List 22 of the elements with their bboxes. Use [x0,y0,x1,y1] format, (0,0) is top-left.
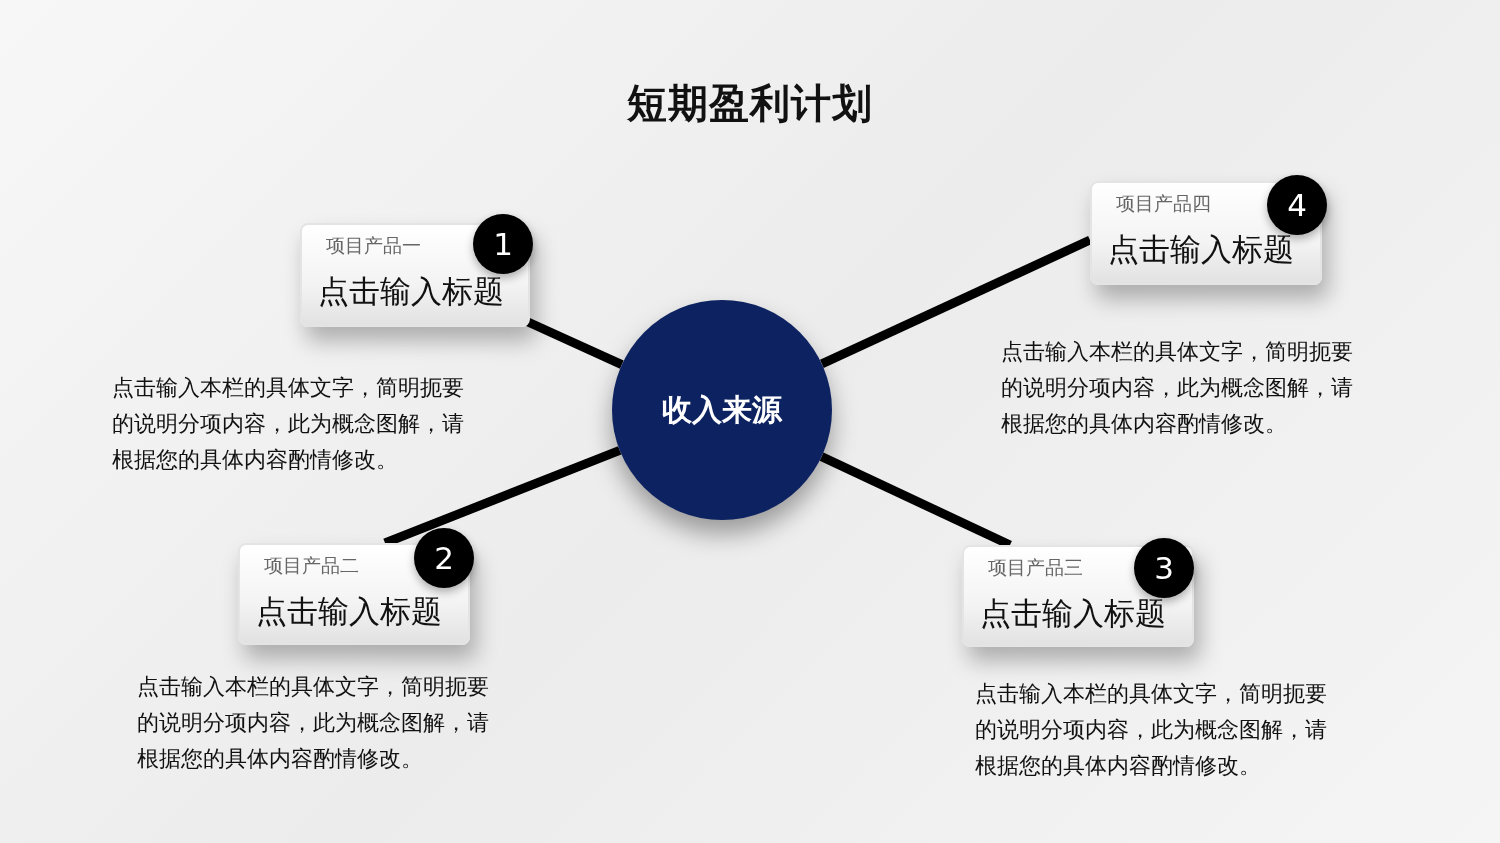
description-text: 点击输入本栏的具体文字，简明扼要的说明分项内容，此为概念图解，请根据您的具体内容酌情修改。 [975,680,1328,780]
title: 短期盈利计划 [626,79,874,128]
card-subtitle: 项目产品三 [988,555,1083,580]
card-subtitle: 项目产品一 [326,233,421,258]
center-circle [612,300,832,520]
connector-line [819,235,1092,368]
description-text: 点击输入本栏的具体文字，简明扼要的说明分项内容，此为概念图解，请根据您的具体内容酌情修改。 [112,374,465,474]
connector-line [526,317,624,369]
description-text: 点击输入本栏的具体文字，简明扼要的说明分项内容，此为概念图解，请根据您的具体内容酌情修改。 [1001,338,1354,438]
number-badge: 1 [473,214,533,274]
card-subtitle: 项目产品二 [264,553,359,578]
card-title: 点击输入标题 [318,272,504,311]
number-badge: 4 [1267,175,1327,235]
title-card [238,543,470,645]
description-text: 点击输入本栏的具体文字，简明扼要的说明分项内容，此为概念图解，请根据您的具体内容酌情修改。 [137,673,490,773]
title-card [300,223,530,327]
number-badge: 2 [414,528,474,588]
center-label: 收入来源 [662,390,782,429]
title-card [962,545,1194,647]
card-title: 点击输入标题 [256,592,442,631]
card-subtitle: 项目产品四 [1116,191,1211,216]
title-card [1090,181,1322,285]
